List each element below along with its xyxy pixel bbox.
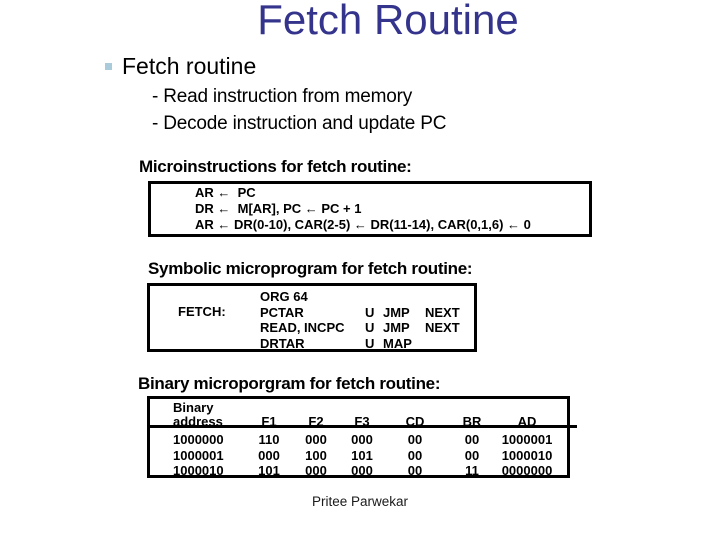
subitem-read: - Read instruction from memory xyxy=(152,86,413,107)
symbolic-heading: Symbolic microprogram for fetch routine: xyxy=(148,259,473,278)
table-cell: 110 xyxy=(258,432,280,447)
symbolic-cd: U xyxy=(365,320,375,335)
table-cell: 1000001 xyxy=(173,447,224,463)
table-cell: 101 xyxy=(351,447,373,463)
page-title: Fetch Routine xyxy=(257,0,519,43)
table-cell: 1000000 xyxy=(173,432,224,447)
table-cell: 100 xyxy=(305,447,327,463)
symbolic-row: ORG 64 xyxy=(150,289,474,305)
header-col-f2: F2 xyxy=(308,413,324,429)
binary-table-body: 1000000 110 000 000 00 00 1000001 100000… xyxy=(150,432,567,479)
symbolic-cd: U xyxy=(365,335,375,351)
table-cell: 00 xyxy=(464,447,480,463)
table-header-separator-line xyxy=(147,425,577,428)
table-cell: 00 xyxy=(407,432,423,447)
microinstructions-box: AR ← PC DR ← M[AR], PC ← PC + 1 AR ← DR(… xyxy=(148,181,592,237)
symbolic-row: READ, INCPC U JMP NEXT xyxy=(150,320,474,336)
table-cell: 1000010 xyxy=(501,447,553,463)
header-col-f3: F3 xyxy=(354,413,370,429)
symbolic-br: JMP xyxy=(383,320,410,335)
binary-heading: Binary microporgram for fetch routine: xyxy=(138,374,441,393)
table-cell: 0000000 xyxy=(501,463,553,478)
micro-line: AR ← DR(0-10), CAR(2-5) ← DR(11-14), CAR… xyxy=(195,217,531,232)
binary-table-header: Binary address F1 F2 F3 CD BR AD xyxy=(150,399,567,428)
table-cell: 000 xyxy=(258,447,280,463)
table-cell: 11 xyxy=(465,463,479,478)
symbolic-op: PCTAR xyxy=(260,304,304,320)
bullet-label: Fetch routine xyxy=(122,53,257,79)
table-row: 1000001 000 100 101 00 00 1000010 xyxy=(150,448,567,464)
symbolic-rows: ORG 64 PCTAR U JMP NEXT READ, INCPC U JM… xyxy=(150,289,474,351)
table-row: 1000010 101 000 000 00 11 0000000 xyxy=(150,463,567,479)
symbolic-ad: NEXT xyxy=(425,320,460,335)
table-cell: 000 xyxy=(305,463,327,478)
micro-line: DR ← M[AR], PC ← PC + 1 xyxy=(195,201,362,216)
header-col-f1: F1 xyxy=(261,413,277,429)
bullet-icon xyxy=(105,63,112,70)
table-row: 1000000 110 000 000 00 00 1000001 xyxy=(150,432,567,448)
header-address-line1: Binary xyxy=(173,400,214,415)
table-cell: 00 xyxy=(407,463,423,478)
header-col-ad: AD xyxy=(517,413,537,429)
symbolic-op: READ, INCPC xyxy=(260,320,345,335)
table-cell: 101 xyxy=(258,463,280,478)
fetch-label: FETCH: xyxy=(178,304,226,319)
symbolic-br: JMP xyxy=(383,304,410,320)
table-cell: 000 xyxy=(351,432,373,447)
header-col-cd: CD xyxy=(405,413,425,429)
symbolic-row: DRTAR U MAP xyxy=(150,336,474,352)
header-address-line2: address xyxy=(173,413,223,429)
table-cell: 000 xyxy=(351,463,373,478)
symbolic-br: MAP xyxy=(383,335,412,351)
symbolic-op: DRTAR xyxy=(260,335,305,351)
header-address: Binary address xyxy=(150,401,245,428)
symbolic-row: PCTAR U JMP NEXT xyxy=(150,305,474,321)
symbolic-ad: NEXT xyxy=(425,304,460,320)
table-cell: 000 xyxy=(305,432,327,447)
subitem-decode: - Decode instruction and update PC xyxy=(152,113,447,134)
symbolic-box: FETCH: ORG 64 PCTAR U JMP NEXT READ, INC… xyxy=(147,283,477,352)
bullet-subitems: - Read instruction from memory - Decode … xyxy=(152,83,446,137)
symbolic-op: ORG 64 xyxy=(260,289,308,304)
micro-line: AR ← PC xyxy=(195,185,256,200)
table-cell: 00 xyxy=(464,432,480,447)
table-cell: 1000010 xyxy=(173,463,224,478)
binary-table: Binary address F1 F2 F3 CD BR AD 1000000… xyxy=(147,396,570,478)
symbolic-cd: U xyxy=(365,304,375,320)
footer-credit: Pritee Parwekar xyxy=(311,494,409,509)
header-col-br: BR xyxy=(462,413,482,429)
table-cell: 1000001 xyxy=(501,432,553,447)
table-cell: 00 xyxy=(407,447,423,463)
microinstructions-heading: Microinstructions for fetch routine: xyxy=(139,157,412,176)
